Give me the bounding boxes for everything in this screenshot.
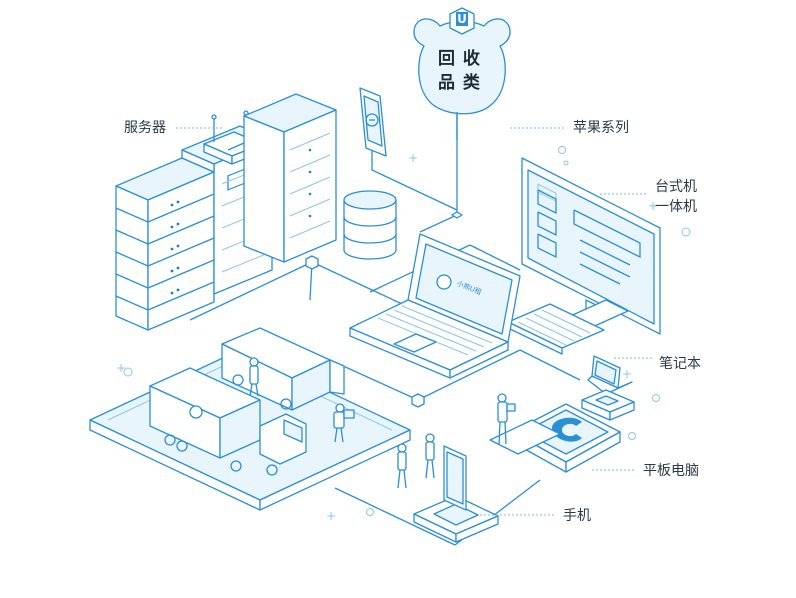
apple-phone xyxy=(359,87,387,157)
server-rack-right xyxy=(243,93,337,263)
svg-text:+: + xyxy=(408,151,418,165)
svg-text:+: + xyxy=(326,509,336,523)
badge-line-2: 品 类 xyxy=(438,73,481,93)
badge-line-1: 回 收 xyxy=(438,49,481,69)
label-pointers xyxy=(176,127,652,516)
server-rack-left xyxy=(115,157,215,331)
label-laptop: 笔记本 xyxy=(659,356,701,372)
label-apple: 苹果系列 xyxy=(573,120,629,136)
delivery-van xyxy=(221,327,345,411)
label-tablet: 平板电脑 xyxy=(643,463,699,479)
label-servers: 服务器 xyxy=(124,120,166,136)
svg-text:+: + xyxy=(116,361,126,375)
laptop-center xyxy=(349,233,521,379)
connector-nodes xyxy=(305,211,463,408)
badge-logo-letter: U xyxy=(456,12,468,26)
small-laptop xyxy=(581,355,635,421)
delivery-truck xyxy=(149,367,307,476)
label-all-in-one: 一体机 xyxy=(655,199,697,215)
tablet xyxy=(489,403,621,473)
keyboard xyxy=(507,303,605,355)
label-desktop: 台式机 xyxy=(655,179,697,195)
database-cylinder xyxy=(343,190,397,260)
people-figures xyxy=(249,357,516,489)
svg-text:+: + xyxy=(648,199,658,213)
phone-device xyxy=(413,445,499,543)
label-phone: 手机 xyxy=(563,508,591,524)
server-racks xyxy=(115,93,397,331)
svg-text:+: + xyxy=(622,367,632,381)
desktop-monitor xyxy=(521,157,661,335)
